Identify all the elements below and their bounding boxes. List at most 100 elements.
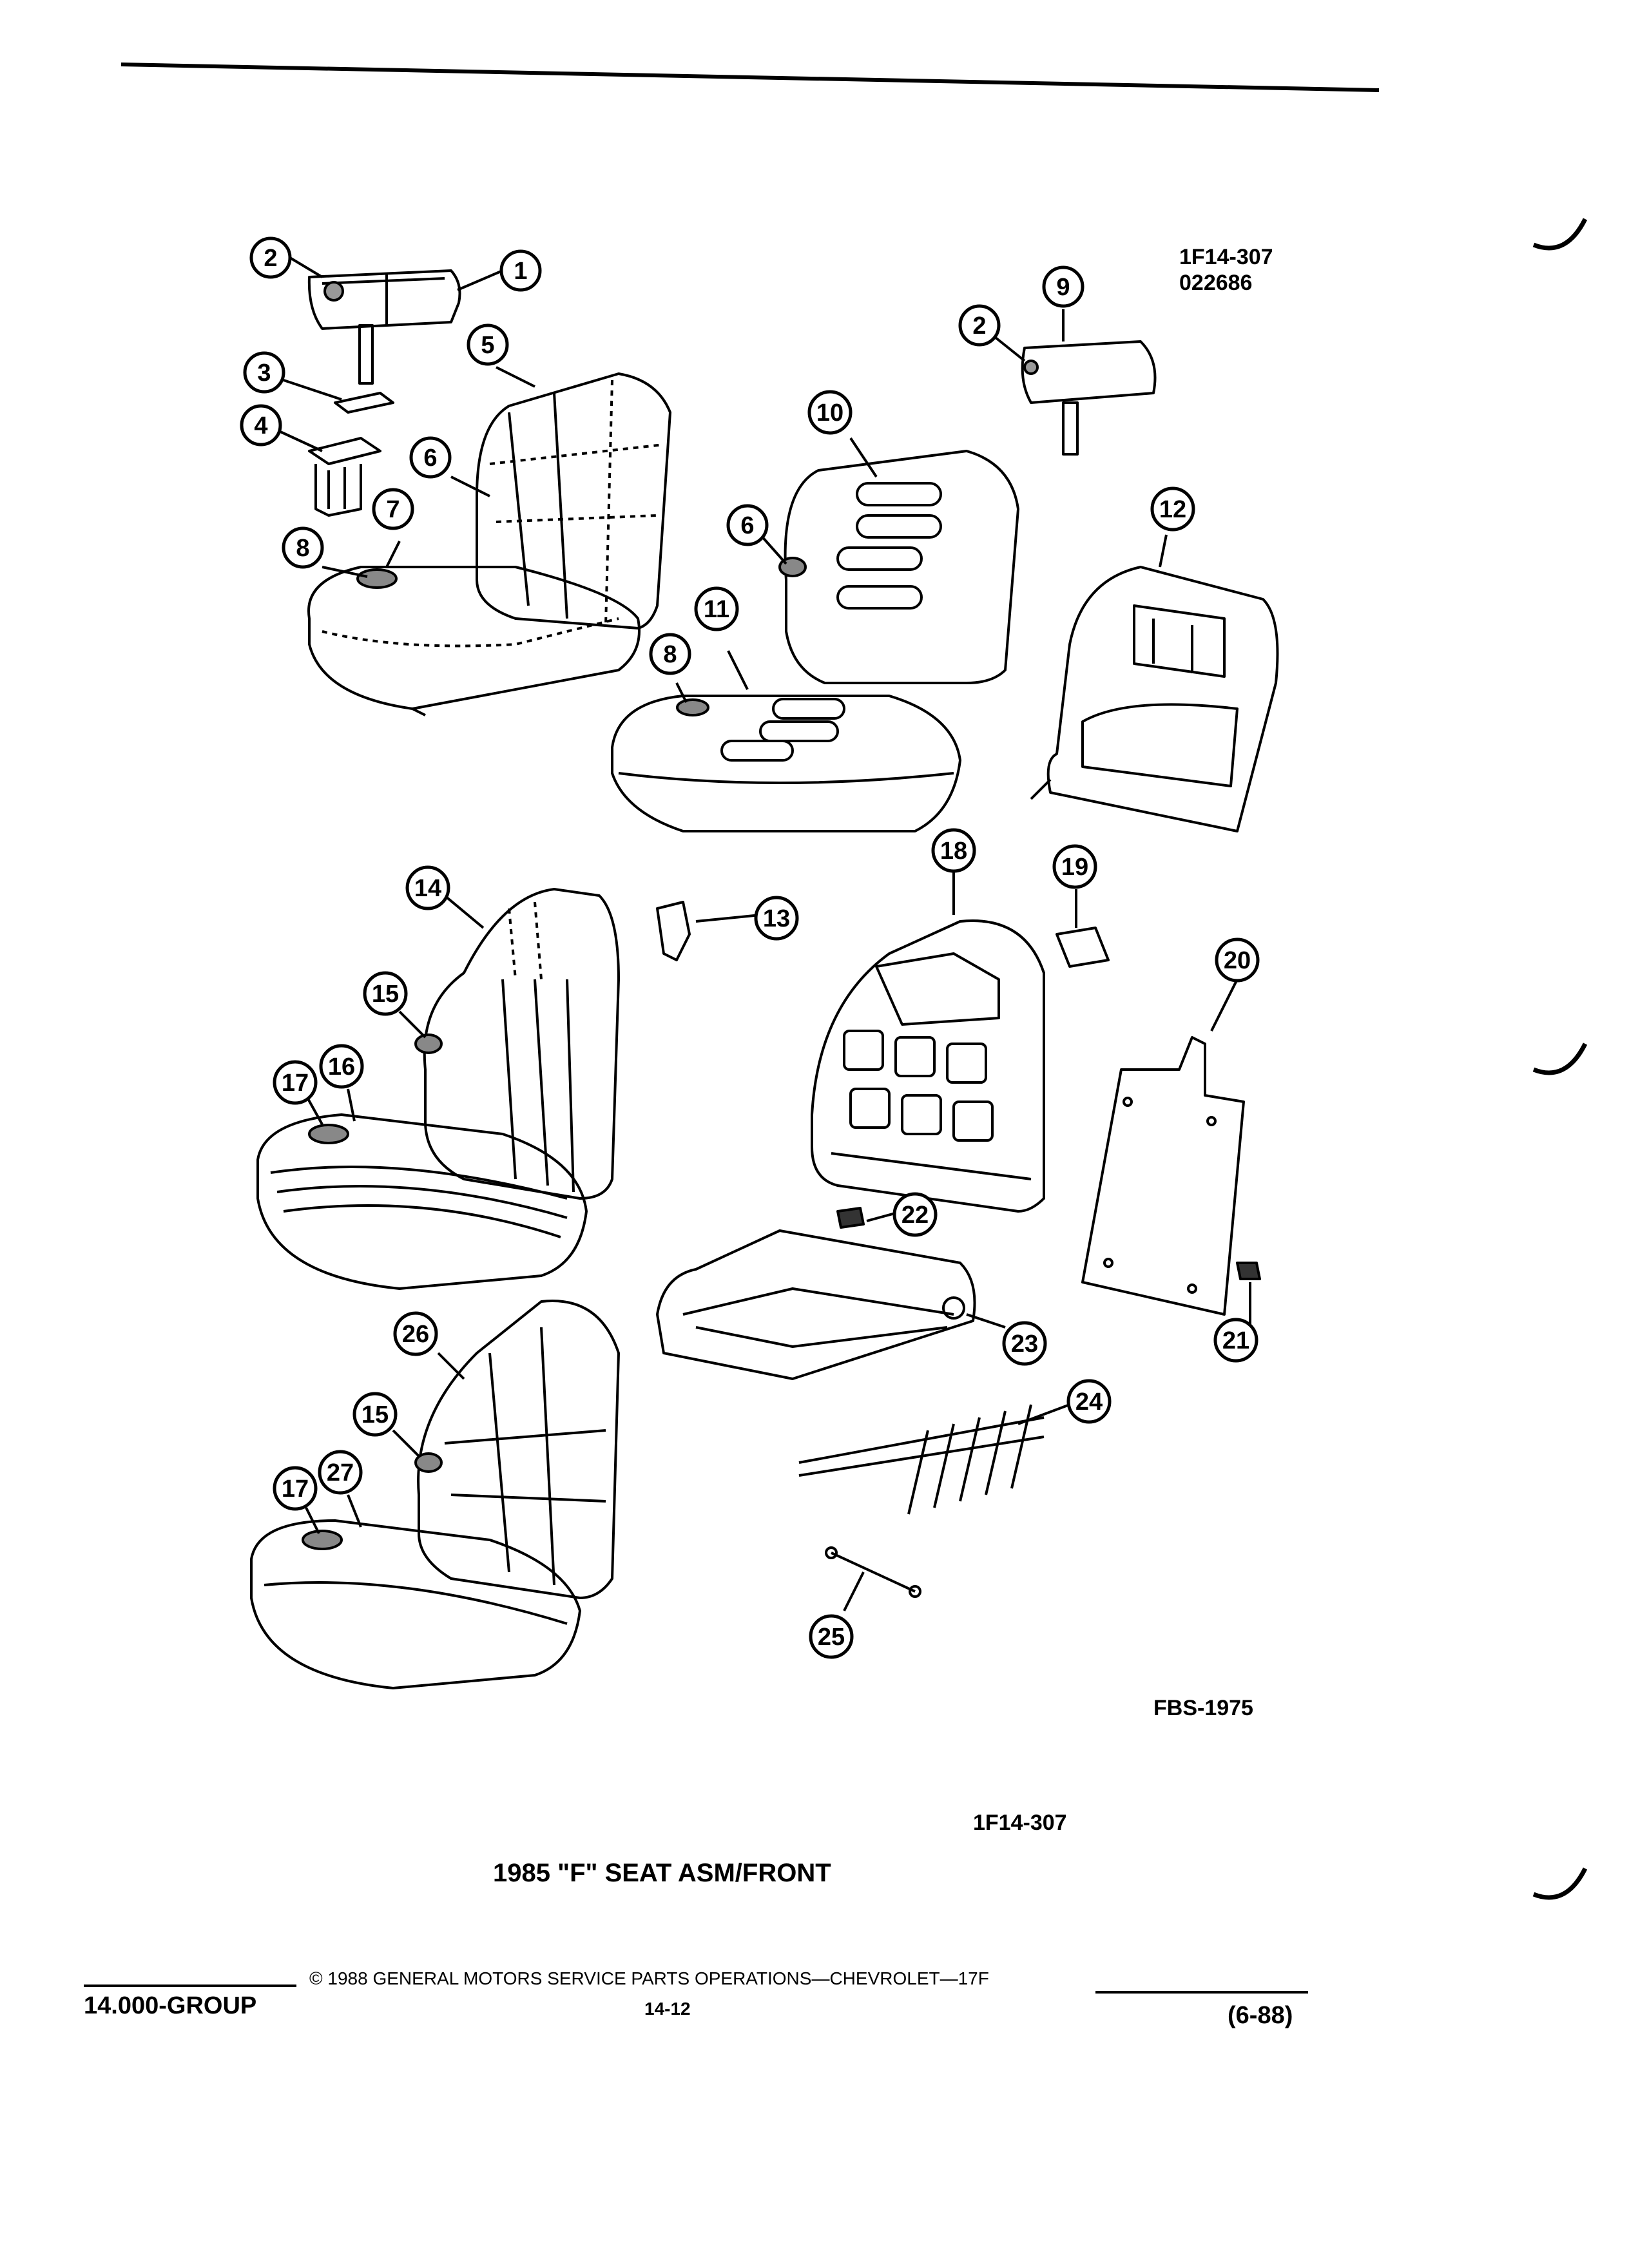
latch-13: [656, 901, 691, 961]
callout-6a: 6: [409, 436, 452, 479]
svg-text:20: 20: [1224, 947, 1251, 974]
svg-text:19: 19: [1061, 854, 1088, 881]
svg-text:13: 13: [763, 905, 790, 932]
footer-page-number: 14-12: [644, 1999, 691, 2019]
svg-text:6: 6: [423, 445, 437, 472]
svg-text:25: 25: [818, 1624, 845, 1651]
svg-text:16: 16: [328, 1053, 355, 1081]
ref-code: 1F14-307: [1179, 245, 1273, 269]
callout-27: 27: [318, 1450, 363, 1495]
footer-copyright: © 1988 GENERAL MOTORS SERVICE PARTS OPER…: [309, 1968, 989, 1988]
svg-text:9: 9: [1056, 274, 1070, 301]
screw-22: [836, 1207, 865, 1229]
figure-code: FBS-1975: [1153, 1696, 1253, 1720]
seat-cushion-cover-27: [250, 1519, 581, 1689]
callouts: 1 2 3 4 5 6 7 8 2 9 10 6 11 8 12 13 14 1…: [240, 236, 1260, 1659]
top-rule: [120, 62, 1380, 92]
callout-18: 18: [931, 828, 976, 873]
callout-23: 23: [1002, 1321, 1047, 1366]
bracket-19: [1055, 927, 1110, 968]
figure-caption: 1985 "F" SEAT ASM/FRONT: [493, 1859, 831, 1887]
callout-24: 24: [1066, 1379, 1112, 1424]
footer-group: 14.000-GROUP: [84, 1992, 256, 2019]
svg-text:21: 21: [1222, 1327, 1249, 1354]
seat-back-cover-5: [476, 372, 671, 629]
seat-adjuster-23: [656, 1229, 976, 1380]
callout-25: 25: [809, 1614, 854, 1659]
seat-back-cover-10: [778, 450, 1019, 684]
svg-text:6: 6: [740, 512, 754, 539]
seat-cushion-cover-16: [256, 1113, 588, 1290]
seat-back-frame-18: [811, 919, 1045, 1213]
figure-ref-code: 1F14-307: [973, 1811, 1067, 1835]
svg-text:17: 17: [282, 1070, 309, 1097]
screw-21: [1236, 1262, 1261, 1280]
binder-mark-2: [1532, 1043, 1588, 1075]
svg-text:14: 14: [414, 875, 441, 902]
svg-text:8: 8: [663, 641, 677, 668]
headrest-guide: [308, 392, 394, 517]
binder-mark-1: [1532, 218, 1588, 251]
ref-number: 022686: [1179, 271, 1252, 295]
svg-text:24: 24: [1075, 1389, 1103, 1416]
callout-17b: 17: [273, 1466, 318, 1511]
callout-9: 9: [1042, 265, 1084, 308]
callout-26: 26: [393, 1311, 438, 1356]
callout-10: 10: [807, 390, 853, 435]
callout-4: 4: [240, 404, 282, 447]
back-panel-20: [1081, 1036, 1245, 1316]
callout-19: 19: [1052, 844, 1097, 889]
callout-16: 16: [319, 1044, 364, 1089]
callout-13: 13: [754, 896, 799, 941]
svg-text:15: 15: [372, 981, 399, 1008]
callout-3: 3: [243, 351, 285, 394]
callout-20: 20: [1215, 937, 1260, 983]
callout-17a: 17: [273, 1060, 318, 1105]
callout-8b: 8: [649, 633, 691, 675]
svg-text:2: 2: [972, 312, 986, 340]
callout-1: 1: [499, 249, 542, 292]
headrest-adjust-button: [323, 281, 344, 302]
svg-text:22: 22: [901, 1202, 929, 1229]
seat-back-cover-14: [414, 888, 620, 1200]
svg-text:3: 3: [257, 360, 271, 387]
svg-text:8: 8: [296, 535, 309, 562]
svg-text:15: 15: [361, 1401, 389, 1428]
seat-back-cover-26: [414, 1300, 620, 1599]
callout-21: 21: [1213, 1318, 1258, 1363]
svg-text:2: 2: [264, 245, 277, 272]
callout-15b: 15: [352, 1392, 398, 1437]
svg-text:27: 27: [327, 1459, 354, 1486]
seat-back-frame-12: [1030, 566, 1279, 832]
svg-text:7: 7: [386, 496, 400, 523]
svg-text:1: 1: [514, 258, 527, 285]
headrest-right: [1021, 340, 1157, 456]
seat-cushion-cover-11: [611, 695, 961, 832]
callout-6b: 6: [726, 504, 769, 546]
callout-5: 5: [467, 323, 509, 366]
binder-mark-3: [1532, 1867, 1588, 1900]
svg-text:18: 18: [940, 838, 967, 865]
headrest-left: [307, 269, 461, 385]
seat-cushion-cover-7: [307, 566, 641, 716]
spring-assembly-24: [798, 1404, 1045, 1515]
svg-text:11: 11: [704, 596, 729, 623]
footer-date-code: (6-88): [1228, 2002, 1293, 2029]
callout-2b: 2: [958, 304, 1001, 347]
callout-22: 22: [892, 1192, 938, 1237]
svg-text:17: 17: [282, 1475, 309, 1503]
callout-14: 14: [405, 865, 450, 910]
svg-text:26: 26: [402, 1321, 429, 1348]
svg-text:23: 23: [1011, 1331, 1038, 1358]
callout-15a: 15: [363, 971, 408, 1016]
callout-7: 7: [372, 488, 414, 530]
callout-2a: 2: [249, 236, 292, 279]
svg-text:4: 4: [254, 412, 267, 439]
callout-8a: 8: [282, 526, 324, 569]
svg-text:10: 10: [816, 399, 843, 427]
callout-11: 11: [694, 586, 739, 631]
rod-25: [825, 1546, 921, 1598]
svg-text:12: 12: [1159, 496, 1186, 523]
callout-12: 12: [1150, 486, 1195, 532]
